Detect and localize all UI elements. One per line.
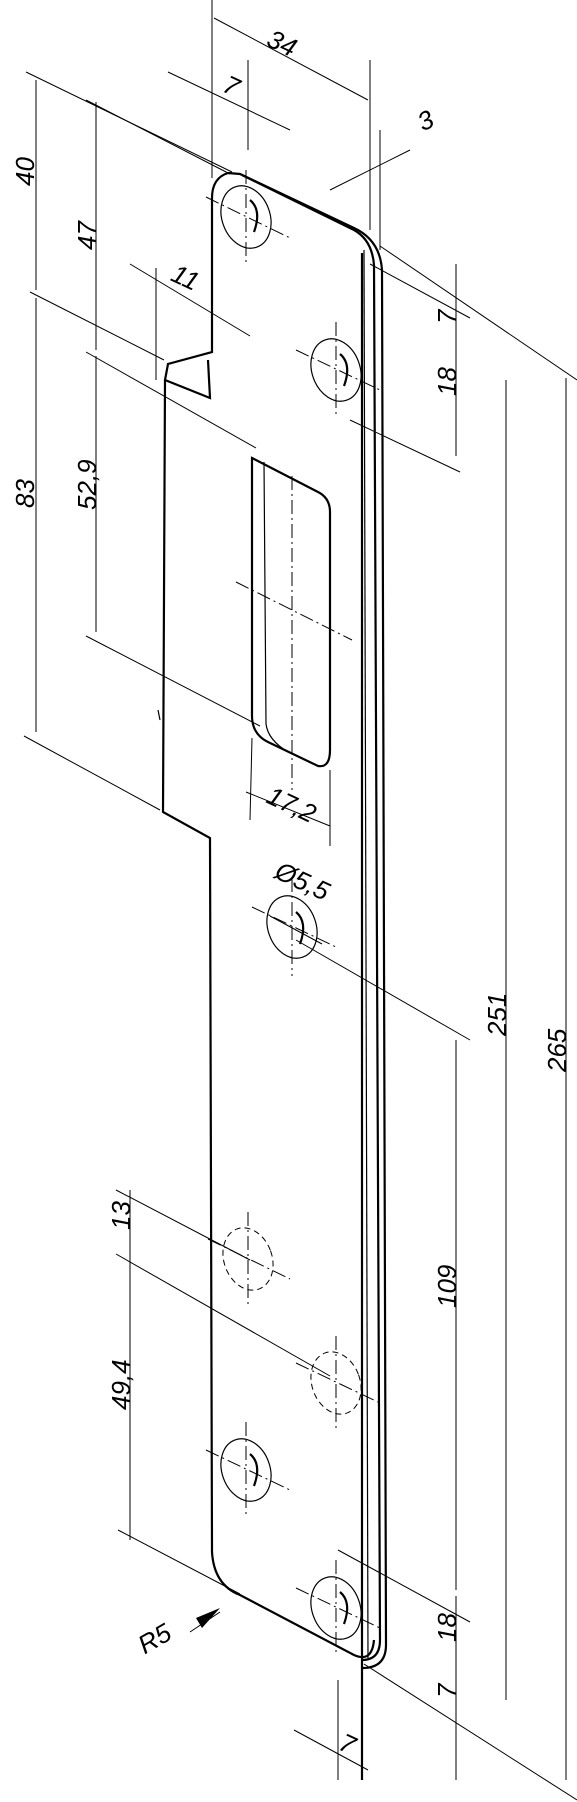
dim-18-bottom: 18 (432, 1613, 462, 1642)
plate-thickness-line (363, 249, 369, 1661)
dim-251: 251 (482, 993, 512, 1037)
dim-18-top: 18 (432, 367, 462, 396)
dim-7-top: 7 (219, 69, 246, 103)
dim-7-bottom-right: 7 (432, 1682, 462, 1698)
latch-opening-outer (250, 456, 332, 768)
dim-17-2: 17,2 (262, 780, 321, 829)
screw-hole-middle (251, 878, 337, 976)
dim-r5: R5 (133, 1617, 177, 1660)
latch-opening-centerline-h (235, 581, 353, 641)
dim-11: 11 (167, 258, 204, 297)
dim-7-bottom: 7 (335, 1727, 362, 1761)
dim-109: 109 (432, 1265, 462, 1308)
plate-step (157, 709, 161, 721)
dim-7-right: 7 (432, 308, 462, 324)
screw-hole-bottom-right (295, 1560, 381, 1656)
dim-34: 34 (263, 23, 302, 62)
dim-52-9: 52,9 (72, 459, 102, 510)
latch-opening-inner (263, 461, 289, 753)
dim-40: 40 (10, 157, 40, 186)
screw-hole-top-right (295, 322, 381, 418)
dim-47: 47 (72, 220, 102, 250)
dim-3: 3 (413, 104, 439, 138)
dim-265: 265 (542, 1028, 572, 1073)
dimension-labels: 34 7 3 40 47 11 7 18 83 52,9 17,2 Ø5,5 2… (10, 23, 572, 1761)
dim-49-4: 49,4 (106, 1359, 136, 1410)
screw-hole-top-left (205, 170, 291, 266)
plate-left-profile (161, 171, 382, 1780)
screw-hole-bottom-left (205, 1422, 291, 1518)
dim-dia-5-5: Ø5,5 (270, 855, 335, 907)
dimension-lines (23, 0, 577, 1801)
latch-opening (235, 456, 353, 790)
dim-13: 13 (106, 1201, 136, 1230)
plate-outline (157, 171, 388, 1780)
screw-hole-dashed-1 (207, 1212, 291, 1306)
dim-83: 83 (10, 479, 40, 508)
screw-hole-dashed-2 (295, 1336, 381, 1430)
